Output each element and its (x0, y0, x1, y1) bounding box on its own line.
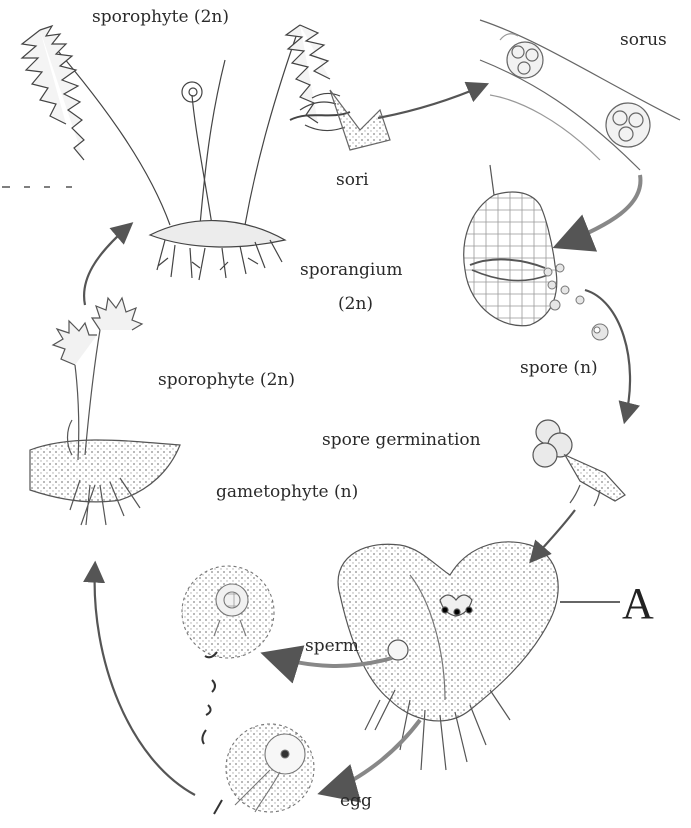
gametophyte-prothallus (338, 542, 558, 770)
arrow-egg-to-young-sporophyte (95, 565, 195, 795)
antheridium-closeup (182, 566, 274, 744)
marker-a: A (622, 582, 654, 626)
arrow-gametophyte-to-egg (325, 720, 420, 792)
label-egg: egg (340, 793, 372, 810)
arrow-young-to-adult-sporophyte (84, 225, 130, 305)
label-sporophyte-top: sporophyte (2n) (92, 9, 229, 26)
arrow-germination-to-gametophyte (532, 510, 575, 560)
label-sori: sori (336, 172, 369, 189)
archegonium-closeup (214, 724, 314, 814)
arrow-sorus-to-sporangium (560, 175, 640, 245)
label-spore-germination: spore germination (322, 432, 481, 449)
sporangium (464, 165, 557, 326)
arrow-spore-release (585, 290, 630, 420)
label-sporophyte-mid: sporophyte (2n) (158, 372, 295, 389)
young-sporophyte (30, 298, 180, 525)
label-spore: spore (n) (520, 360, 598, 377)
label-gametophyte: gametophyte (n) (216, 484, 358, 501)
label-sporangium: sporangium (300, 262, 402, 279)
arrow-sori-to-sorus (378, 85, 485, 118)
label-sperm: sperm (305, 638, 359, 655)
adult-sporophyte-fern (22, 25, 390, 280)
label-sporangium-ploidy: (2n) (338, 296, 373, 313)
label-sorus: sorus (620, 32, 667, 49)
germinating-spore (533, 420, 625, 506)
